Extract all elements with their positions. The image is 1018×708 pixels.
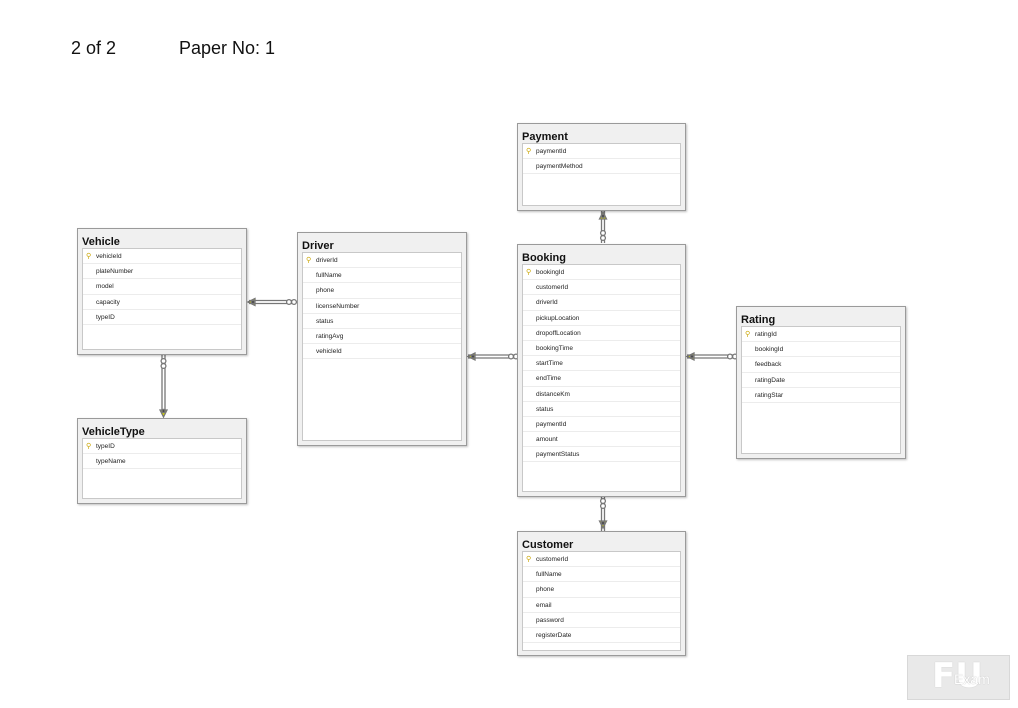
primary-key-icon: ⚲: [86, 253, 92, 260]
link-vehicle-driver: [246, 297, 298, 307]
primary-key-icon: ⚲: [526, 148, 532, 155]
watermark-text: Exam: [954, 671, 990, 687]
column-row[interactable]: phone: [523, 582, 680, 598]
column-row[interactable]: ratingDate: [742, 373, 900, 388]
table-booking[interactable]: Booking ⚲bookingId customerId driverId p…: [517, 244, 686, 497]
column-row[interactable]: status: [523, 402, 680, 417]
table-payment[interactable]: Payment ⚲paymentId paymentMethod: [517, 123, 686, 211]
link-customer-booking: [598, 497, 608, 531]
column-row[interactable]: ⚲paymentId: [523, 144, 680, 160]
table-title: Driver: [302, 240, 334, 252]
page-number: 2 of 2: [71, 38, 117, 58]
column-row[interactable]: pickupLocation: [523, 311, 680, 326]
link-payment-booking: [598, 210, 608, 243]
column-row[interactable]: capacity: [83, 295, 241, 310]
column-list: ⚲vehicleId plateNumber model capacity ty…: [82, 248, 242, 350]
column-row[interactable]: startTime: [523, 356, 680, 372]
exam-watermark-logo: FU Exam: [907, 655, 1010, 700]
column-row[interactable]: amount: [523, 432, 680, 448]
column-row[interactable]: ⚲typeID: [83, 439, 241, 455]
table-customer[interactable]: Customer ⚲customerId fullName phone emai…: [517, 531, 686, 656]
column-row[interactable]: vehicleId: [303, 344, 461, 360]
column-row[interactable]: distanceKm: [523, 387, 680, 402]
column-list: ⚲paymentId paymentMethod: [522, 143, 681, 206]
primary-key-icon: ⚲: [745, 331, 751, 338]
column-row[interactable]: endTime: [523, 371, 680, 387]
primary-key-icon: ⚲: [526, 269, 532, 276]
table-title: Payment: [522, 131, 568, 143]
column-row[interactable]: ⚲customerId: [523, 552, 680, 568]
link-vehicletype-vehicle: [158, 355, 169, 419]
column-row[interactable]: ratingStar: [742, 388, 900, 403]
watermark-glyph: FU: [932, 656, 983, 696]
table-title: Rating: [741, 314, 776, 326]
column-row[interactable]: ratingAvg: [303, 329, 461, 345]
column-row[interactable]: fullName: [303, 268, 461, 284]
column-row[interactable]: registerDate: [523, 628, 680, 644]
column-row[interactable]: ⚲vehicleId: [83, 249, 241, 265]
column-row[interactable]: paymentId: [523, 417, 680, 433]
column-list: ⚲typeID typeName: [82, 438, 242, 499]
column-row[interactable]: paymentStatus: [523, 447, 680, 463]
table-vehicle[interactable]: Vehicle ⚲vehicleId plateNumber model cap…: [77, 228, 247, 355]
column-row[interactable]: ⚲driverId: [303, 253, 461, 269]
column-row[interactable]: phone: [303, 283, 461, 299]
paper-number: Paper No: 1: [179, 38, 276, 58]
table-title: Booking: [522, 252, 566, 264]
column-row[interactable]: customerId: [523, 280, 680, 296]
column-row[interactable]: paymentMethod: [523, 159, 680, 175]
column-row[interactable]: dropoffLocation: [523, 326, 680, 341]
column-row[interactable]: ⚲bookingId: [523, 265, 680, 281]
column-list: ⚲customerId fullName phone email passwor…: [522, 551, 681, 651]
table-rating[interactable]: Rating ⚲ratingId bookingId feedback rati…: [736, 306, 906, 459]
table-title: VehicleType: [82, 426, 145, 438]
column-list: ⚲bookingId customerId driverId pickupLoc…: [522, 264, 681, 492]
column-row[interactable]: typeName: [83, 454, 241, 470]
column-row[interactable]: licenseNumber: [303, 299, 461, 314]
table-driver[interactable]: Driver ⚲driverId fullName phone licenseN…: [297, 232, 467, 446]
table-title: Customer: [522, 539, 574, 551]
table-vehicletype[interactable]: VehicleType ⚲typeID typeName: [77, 418, 247, 504]
table-title: Vehicle: [82, 236, 120, 248]
column-row[interactable]: feedback: [742, 357, 900, 373]
column-row[interactable]: email: [523, 598, 680, 613]
primary-key-icon: ⚲: [306, 257, 312, 264]
primary-key-icon: ⚲: [526, 556, 532, 563]
column-row[interactable]: password: [523, 613, 680, 628]
column-list: ⚲ratingId bookingId feedback ratingDate …: [741, 326, 901, 454]
column-row[interactable]: fullName: [523, 567, 680, 583]
link-booking-rating: [685, 351, 739, 362]
column-row[interactable]: driverId: [523, 295, 680, 311]
column-row[interactable]: ⚲ratingId: [742, 327, 900, 343]
column-row[interactable]: model: [83, 279, 241, 295]
column-row[interactable]: plateNumber: [83, 264, 241, 280]
primary-key-icon: ⚲: [86, 443, 92, 450]
column-row[interactable]: typeID: [83, 310, 241, 325]
column-list: ⚲driverId fullName phone licenseNumber s…: [302, 252, 462, 441]
link-driver-booking: [466, 351, 520, 362]
column-row[interactable]: bookingTime: [523, 341, 680, 357]
column-row[interactable]: bookingId: [742, 342, 900, 358]
column-row[interactable]: status: [303, 314, 461, 329]
